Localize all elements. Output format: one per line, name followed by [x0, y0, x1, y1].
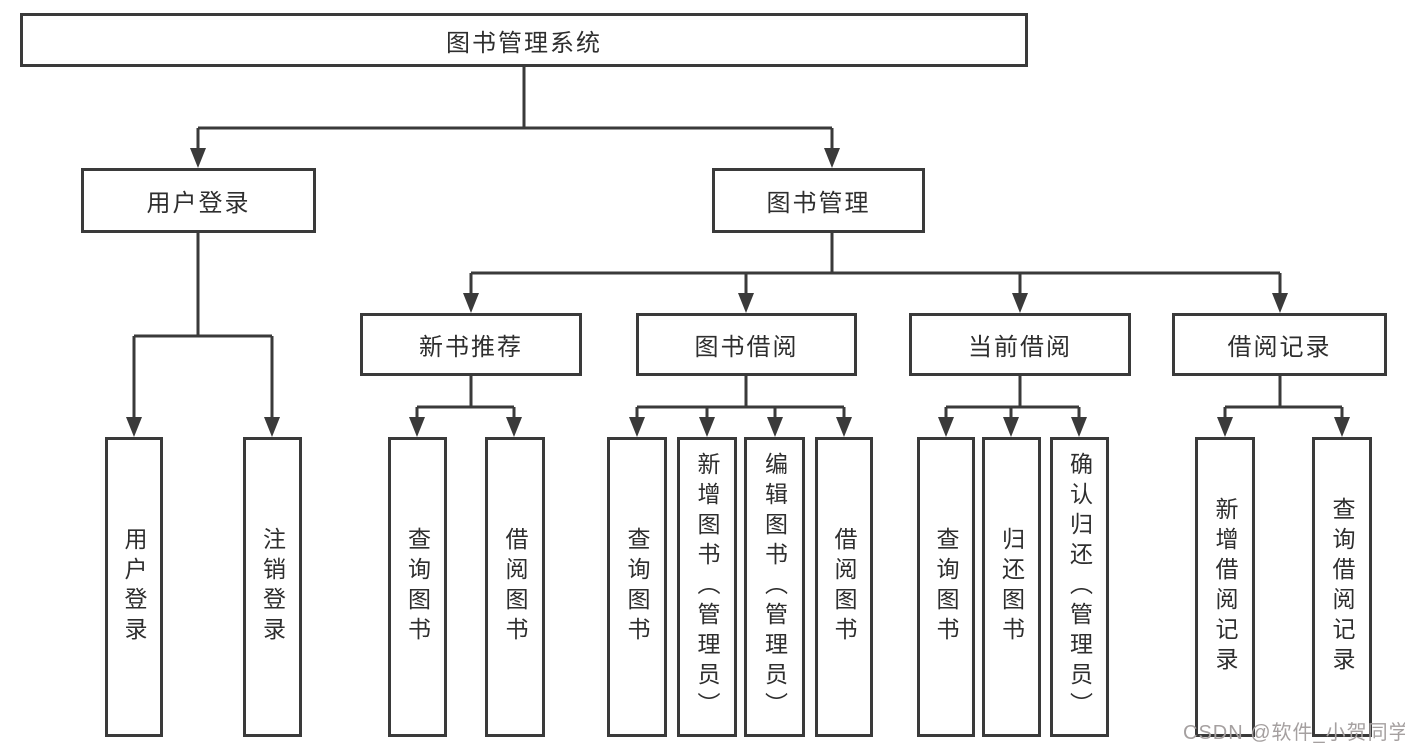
leaf-current-return-books: 归还图书 [982, 437, 1041, 737]
node-new-book-recommend: 新书推荐 [360, 313, 582, 376]
leaf-record-add-borrow-record: 新增借阅记录 [1195, 437, 1255, 737]
leaf-record-query-borrow-record: 查询借阅记录 [1312, 437, 1372, 737]
node-borrow-record: 借阅记录 [1172, 313, 1387, 376]
leaf-borrow-edit-books-admin: 编辑图书（管理员） [744, 437, 805, 737]
leaf-logout: 注销登录 [243, 437, 302, 737]
leaf-borrow-query-books: 查询图书 [607, 437, 667, 737]
leaf-current-confirm-return-admin: 确认归还（管理员） [1050, 437, 1109, 737]
node-book-management: 图书管理 [712, 168, 925, 233]
leaf-newbook-query-books: 查询图书 [388, 437, 447, 737]
node-root-system: 图书管理系统 [20, 13, 1028, 67]
leaf-borrow-borrow-books: 借阅图书 [815, 437, 873, 737]
leaf-newbook-borrow-books: 借阅图书 [485, 437, 545, 737]
node-user-login: 用户登录 [81, 168, 316, 233]
node-current-borrow: 当前借阅 [909, 313, 1131, 376]
node-book-borrow: 图书借阅 [636, 313, 857, 376]
leaf-borrow-add-books-admin: 新增图书（管理员） [677, 437, 737, 737]
watermark: CSDN @软件_小贺同学 [1183, 722, 1405, 744]
leaf-user-login: 用户登录 [105, 437, 163, 737]
leaf-current-query-books: 查询图书 [917, 437, 975, 737]
